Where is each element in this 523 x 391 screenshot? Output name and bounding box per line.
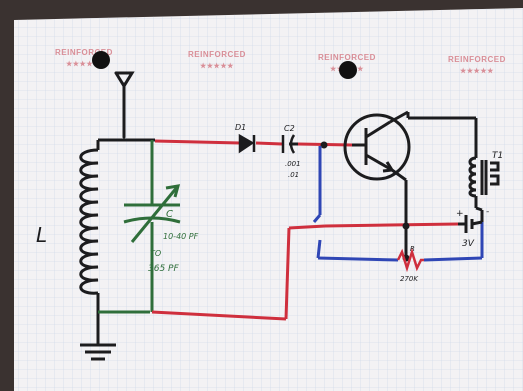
antenna-symbol bbox=[114, 71, 135, 139]
battery-minus-label: - bbox=[486, 207, 489, 217]
c2-value-1: .001 bbox=[285, 160, 301, 168]
battery-plus-label: + bbox=[456, 209, 464, 219]
paper-grid bbox=[14, 8, 523, 391]
junction-dot-emitter bbox=[402, 222, 410, 230]
binder-hole-left bbox=[92, 51, 110, 69]
ground-symbol bbox=[80, 312, 116, 361]
resistor-value-label: 270K bbox=[400, 275, 419, 283]
stamp-stars-2: ★★★★★ bbox=[200, 62, 234, 70]
capacitor-alt-label: 365 PF bbox=[148, 264, 179, 274]
c2-value-2: .01 bbox=[288, 171, 299, 179]
base-bias-wire bbox=[312, 146, 484, 262]
battery-value-label: 3V bbox=[462, 239, 475, 249]
transformer-label: T1 bbox=[492, 151, 503, 161]
inductor-coil bbox=[79, 140, 100, 312]
diode-d1 bbox=[238, 133, 256, 154]
capacitor-c-label: C bbox=[166, 209, 173, 220]
resistor-r-label: R bbox=[410, 245, 415, 253]
tuning-capacitor-branch bbox=[98, 140, 181, 314]
capacitor-value-label: 10-40 PF bbox=[163, 232, 199, 241]
inductor-label: L bbox=[36, 223, 47, 247]
stamp-stars-4: ★★★★★ bbox=[460, 67, 494, 75]
capacitor-c2-label: C2 bbox=[284, 124, 295, 133]
binder-hole-right bbox=[339, 61, 357, 79]
junction-dot-base bbox=[320, 141, 328, 149]
stamp-stars-1: ★★★★★ bbox=[66, 60, 100, 68]
diode-d1-label: D1 bbox=[235, 123, 246, 132]
return-wire bbox=[151, 222, 459, 321]
capacitor-c2 bbox=[281, 134, 296, 154]
resistor-r bbox=[396, 247, 424, 273]
stamp-text-1: REINFORCED bbox=[55, 48, 113, 57]
stamp-text-4: REINFORCED bbox=[448, 55, 506, 64]
battery bbox=[458, 215, 483, 233]
tuning-capacitor-labels: C 10-40 PF TO 365 PF bbox=[148, 209, 199, 274]
transistor-wiring bbox=[389, 110, 484, 258]
stamp-text-3: REINFORCED bbox=[318, 53, 376, 62]
stamp-text-2: REINFORCED bbox=[188, 50, 246, 59]
capacitor-to-label: TO bbox=[150, 249, 161, 258]
transformer-t1 bbox=[468, 156, 500, 198]
